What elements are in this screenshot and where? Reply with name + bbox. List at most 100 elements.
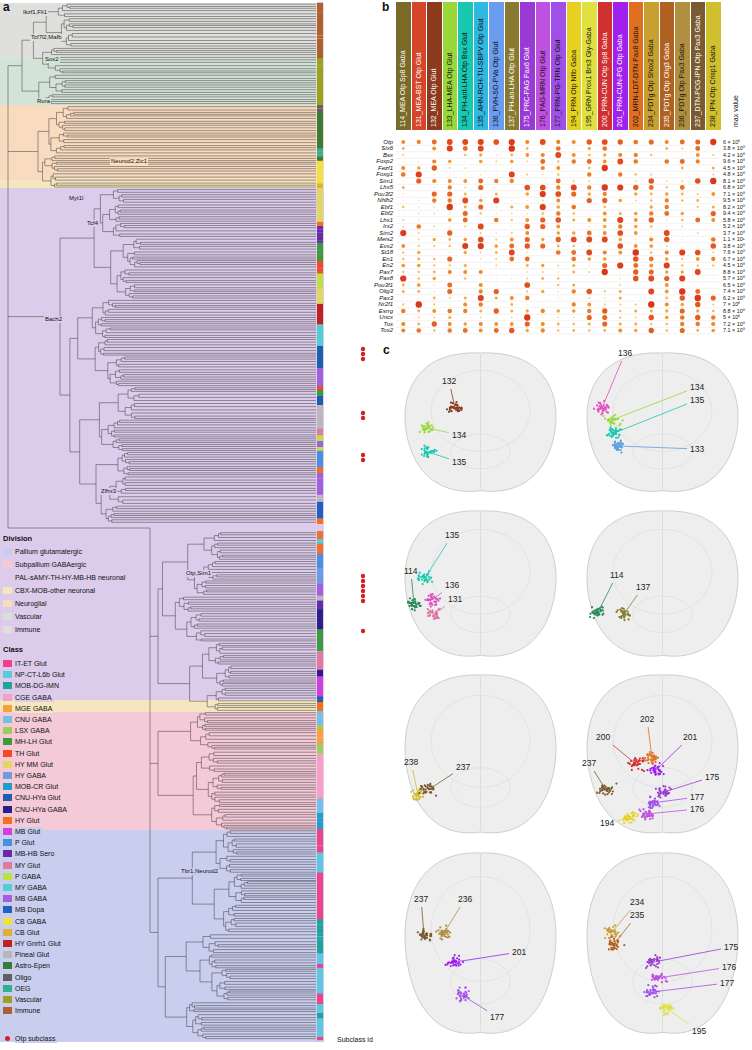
expression-dot <box>680 185 685 190</box>
expression-dot <box>634 212 638 216</box>
cell-dot <box>620 616 622 618</box>
cell-dot <box>601 787 603 789</box>
cell-dot <box>599 402 601 404</box>
expression-dot <box>697 245 698 246</box>
cell-dot <box>623 822 625 824</box>
expression-dot <box>697 193 699 195</box>
expression-dot <box>603 212 607 216</box>
cell-dot <box>423 455 425 457</box>
cell-dot <box>436 613 438 615</box>
expression-dot <box>602 315 607 320</box>
expression-dot <box>665 192 669 196</box>
expression-dot <box>649 217 654 222</box>
class-strip <box>317 198 323 201</box>
cell-dot <box>431 609 433 611</box>
expression-dot <box>651 148 652 149</box>
expression-dot <box>633 256 639 262</box>
expression-dot <box>447 309 452 314</box>
expression-dot <box>401 140 405 144</box>
cell-dot <box>427 446 429 448</box>
expression-dot <box>697 174 698 175</box>
cell-dot <box>659 770 661 772</box>
otp-subclass-dot <box>361 347 365 351</box>
cell-dot <box>603 788 605 790</box>
expression-dot <box>572 271 575 274</box>
row-separator <box>396 327 720 328</box>
cell-dot <box>596 404 598 406</box>
expression-dot <box>634 173 637 176</box>
expression-dot <box>649 257 654 262</box>
class-strip <box>317 495 323 498</box>
expression-dot <box>510 303 513 306</box>
cell-dot <box>609 429 611 431</box>
expression-dot <box>634 322 637 325</box>
expression-dot <box>418 193 419 194</box>
expression-dot <box>525 243 530 248</box>
expression-dot <box>418 271 420 273</box>
expression-dot <box>448 238 451 241</box>
expression-dot <box>417 310 420 313</box>
cell-dot <box>639 810 641 812</box>
cell-dot <box>419 934 421 936</box>
class-strip <box>317 901 323 904</box>
expression-dot <box>433 271 436 274</box>
class-strip <box>317 105 323 108</box>
otp-subclass-dot <box>361 629 365 633</box>
expression-dot <box>589 278 590 279</box>
cell-dot <box>591 606 593 608</box>
class-strip <box>317 402 323 405</box>
expression-dot <box>465 284 466 285</box>
expression-dot <box>697 284 698 285</box>
expression-dot <box>525 205 529 209</box>
expression-dot <box>463 211 468 216</box>
expression-dot <box>649 264 653 268</box>
cell-dot <box>611 422 613 424</box>
expression-dot <box>495 161 497 163</box>
class-strip <box>317 620 323 623</box>
class-strip <box>317 179 323 182</box>
expression-dot <box>556 146 561 151</box>
brain-region-outline <box>431 876 530 981</box>
expression-dot <box>465 317 466 318</box>
cell-dot <box>621 607 623 609</box>
cell-dot <box>421 578 423 580</box>
cell-dot <box>665 789 667 791</box>
expression-dot <box>542 304 543 305</box>
cell-dot <box>655 804 657 806</box>
expression-dot <box>463 270 467 274</box>
cell-dot <box>625 815 627 817</box>
cell-dot <box>431 612 433 614</box>
expression-dot <box>541 212 544 215</box>
cell-dot <box>421 936 423 938</box>
expression-dot <box>401 328 405 332</box>
expression-dot <box>418 219 420 221</box>
expression-dot <box>588 329 591 332</box>
cell-dot <box>599 788 601 790</box>
cell-dot <box>612 415 614 417</box>
expression-dot <box>416 171 422 177</box>
cell-dot <box>617 442 619 444</box>
brain-region-outline <box>633 434 692 469</box>
expression-dot <box>572 289 576 293</box>
expression-dot <box>603 225 606 228</box>
expression-dot <box>603 153 606 156</box>
class-strip <box>317 61 323 64</box>
expression-dot <box>495 154 497 156</box>
class-strip <box>317 117 323 120</box>
expression-dot <box>542 258 543 259</box>
cell-dot <box>433 450 435 452</box>
expression-dot <box>418 245 420 247</box>
cell-dot <box>430 602 432 604</box>
expression-dot <box>416 328 421 333</box>
cell-dot <box>426 448 428 450</box>
cell-dot <box>617 436 619 438</box>
expression-dot <box>511 265 512 266</box>
cell-dot <box>655 757 657 759</box>
expression-dot <box>713 291 714 292</box>
cell-dot <box>651 817 653 819</box>
cell-dot <box>427 615 429 617</box>
otp-subclass-dot <box>361 352 365 356</box>
cell-dot <box>652 769 654 771</box>
cell-dot <box>655 774 657 776</box>
class-strip <box>317 696 323 699</box>
